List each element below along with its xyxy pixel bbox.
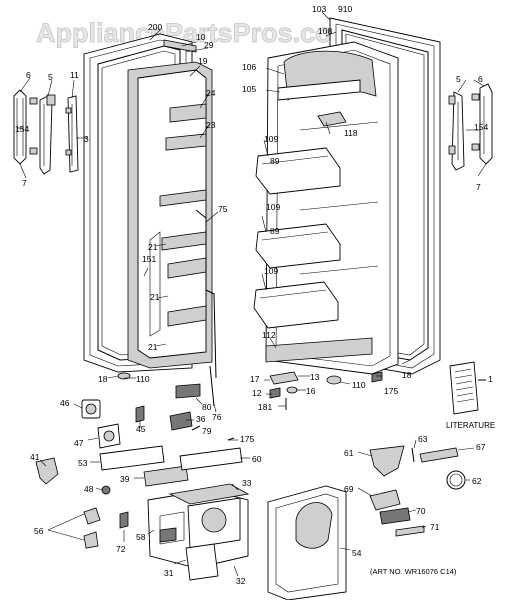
callout-109-a: 109 [264,134,278,144]
callout-58: 58 [136,532,146,542]
callout-1: 1 [488,374,493,384]
callout-32: 32 [236,576,246,586]
callout-63: 63 [418,434,428,444]
callout-110-left: 110 [136,374,150,384]
callout-62: 62 [472,476,482,486]
ice-chute-parts [369,445,466,537]
callout-109-c: 109 [264,266,278,276]
callout-69: 69 [344,484,354,494]
callout-60: 60 [252,454,262,464]
callout-181: 181 [258,402,272,412]
callout-12: 12 [252,388,262,398]
callout-70: 70 [416,506,426,516]
callout-151: 151 [142,254,156,264]
callout-175-right: 175 [384,386,398,396]
callout-72: 72 [116,544,126,554]
callout-6-left: 6 [26,70,31,80]
callout-7-right: 7 [476,182,481,192]
callout-5-left: 5 [48,72,53,82]
callout-56: 56 [34,526,44,536]
callout-29: 29 [204,40,214,50]
callout-79: 79 [202,426,212,436]
leader-lines [18,11,487,577]
callout-31: 31 [164,568,174,578]
callout-106: 106 [242,62,256,72]
dispenser-cover [267,485,347,600]
callout-47: 47 [74,438,84,448]
callout-5-right: 5 [456,74,461,84]
watermark-text: AppliancePartsPros.com [36,18,356,48]
art-number: (ART NO. WR16076 C14) [370,567,457,576]
callout-21-a: 21 [148,242,158,252]
callout-61: 61 [344,448,354,458]
callout-910: 910 [338,4,352,14]
dispenser-assembly-icon [147,483,250,581]
freezer-door-icon [83,33,217,379]
callout-24: 24 [206,88,216,98]
callout-46: 46 [60,398,70,408]
callout-36: 36 [196,414,206,424]
callout-45: 45 [136,424,146,434]
callout-39: 39 [120,474,130,484]
callout-110-right: 110 [352,380,366,390]
callout-21-b: 21 [150,292,160,302]
callout-154-right: 154 [474,122,488,132]
callout-13: 13 [310,372,320,382]
callout-80: 80 [202,402,212,412]
callout-67: 67 [476,442,486,452]
callout-16: 16 [306,386,316,396]
callout-53: 53 [78,458,88,468]
callout-71: 71 [430,522,440,532]
callout-76: 76 [212,412,222,422]
callout-10: 10 [196,32,206,42]
callout-11: 11 [70,70,79,80]
callout-75: 75 [218,204,228,214]
callout-109-b: 109 [266,202,280,212]
callout-48: 48 [84,484,94,494]
callout-21-c: 21 [148,342,158,352]
callout-18-left: 18 [98,374,108,384]
callout-200: 200 [148,22,162,32]
callout-89-b: 89 [270,226,280,236]
callout-33: 33 [242,478,252,488]
callout-154-left: 154 [15,124,29,134]
callout-108: 108 [318,26,332,36]
callout-54: 54 [352,548,362,558]
callout-89-a: 89 [270,156,280,166]
small-hardware [35,365,383,549]
callout-17: 17 [250,374,260,384]
callout-3: 3 [84,134,89,144]
callout-19: 19 [198,56,208,66]
callout-23: 23 [206,120,216,130]
literature-label: LITERATURE [446,421,495,430]
callout-103: 103 [312,4,326,14]
callout-175-mid: 175 [240,434,254,444]
callout-105: 105 [242,84,256,94]
callout-118: 118 [344,128,358,138]
callout-labels: 6 5 11 3 154 7 200 10 29 19 24 23 75 151… [15,4,493,586]
callout-18-right: 18 [402,370,412,380]
callout-7-left: 7 [22,178,27,188]
callout-112: 112 [262,330,276,340]
callout-41: 41 [30,452,40,462]
literature-sheet-icon [449,361,486,415]
fresh-food-door-icon [253,17,441,375]
callout-6-right: 6 [478,74,483,84]
right-handle-assembly [448,83,493,171]
